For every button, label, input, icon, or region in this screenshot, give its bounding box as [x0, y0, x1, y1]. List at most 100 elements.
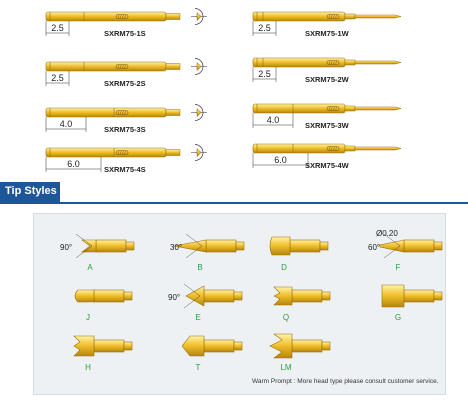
angle-line: [75, 233, 93, 247]
needle-tip: [354, 60, 402, 65]
slot-hatch: [124, 110, 126, 115]
dimension-label: 6.0: [67, 159, 80, 169]
tip-a: 90° A: [60, 233, 135, 272]
tip-code-label: Q: [283, 313, 289, 322]
tip-code-label: LM: [280, 363, 291, 372]
tip-head: [381, 284, 405, 308]
tip-neck: [433, 241, 443, 251]
part-model-label: SXRM75-1S: [104, 29, 146, 38]
tip-f: 60°Ø0.20F: [368, 229, 443, 272]
slot-hatch: [328, 146, 331, 151]
slot-hatch: [333, 60, 335, 65]
slot: [115, 14, 129, 19]
tip-q: Q: [273, 286, 331, 322]
slot-hatch: [122, 64, 124, 69]
parts-drawing: 2.5SXRM75-1S2.5SXRM75-2S4.0SXRM75-3S6.0S…: [45, 8, 402, 174]
part-model-label: SXRM75-3S: [104, 125, 146, 134]
tip-neck: [125, 241, 135, 251]
slot-hatch: [122, 14, 124, 19]
tip-head: [73, 335, 95, 357]
tip-neck: [321, 341, 331, 351]
tip-code-label: B: [197, 263, 202, 272]
profile-tip-icon: [196, 107, 202, 118]
tip-shaft: [93, 339, 125, 353]
tip-neck: [233, 291, 243, 301]
needle-tip: [354, 14, 402, 19]
tip-code-label: T: [196, 363, 201, 372]
slot-hatch: [119, 150, 122, 155]
tip-angle-label: 60°: [368, 243, 380, 252]
tip-shaft: [93, 289, 125, 303]
slot-hatch: [335, 106, 337, 111]
slot-hatch: [328, 14, 331, 19]
slot-hatch: [330, 146, 333, 151]
slot-hatch: [122, 150, 124, 155]
angle-line: [183, 283, 201, 297]
slot-hatch: [328, 106, 331, 111]
tip-e: 90° E: [168, 283, 243, 322]
tip-shaft: [291, 339, 323, 353]
tip-angle-label: 90°: [168, 293, 180, 302]
plunger: [165, 13, 181, 20]
tip-code-label: J: [86, 313, 90, 322]
slot: [326, 60, 340, 65]
part-model-label: SXRM75-4S: [104, 165, 146, 174]
slot: [326, 14, 340, 19]
tip-code-label: E: [195, 313, 200, 322]
tip-neck: [433, 291, 443, 301]
slot-hatch: [124, 150, 126, 155]
slot-hatch: [124, 14, 126, 19]
slot: [326, 146, 340, 151]
tip-b: 30°B: [170, 233, 245, 272]
profile-tip-icon: [196, 147, 202, 158]
tip-neck: [319, 241, 329, 251]
angle-line: [383, 245, 401, 259]
slot-hatch: [330, 60, 333, 65]
dimension-label: 6.0: [274, 155, 287, 165]
tip-head: [185, 285, 205, 307]
tip-h: H: [73, 335, 133, 372]
dimension-label: 2.5: [51, 23, 64, 33]
slot-hatch: [117, 110, 120, 115]
profile-tip-icon: [196, 11, 202, 22]
dimension-label: 4.0: [267, 115, 280, 125]
angle-line: [185, 233, 203, 247]
slot-hatch: [335, 146, 337, 151]
slot-hatch: [333, 146, 335, 151]
slot-hatch: [333, 14, 335, 19]
dimension-label: 2.5: [258, 23, 271, 33]
part-model-label: SXRM75-4W: [305, 161, 350, 170]
slot-hatch: [330, 106, 333, 111]
tip-head: [74, 289, 95, 303]
tip-neck: [321, 291, 331, 301]
dimension-label: 2.5: [51, 73, 64, 83]
angle-line: [185, 245, 203, 259]
tip-code-label: H: [85, 363, 91, 372]
tip-neck: [235, 241, 245, 251]
tip-diameter-label: Ø0.20: [376, 229, 398, 238]
slot-hatch: [117, 64, 120, 69]
part-model-label: SXRM75-2W: [305, 75, 350, 84]
dimension-label: 4.0: [60, 119, 73, 129]
plunger: [165, 149, 181, 156]
tip-angle-label: 90°: [60, 243, 72, 252]
slot-hatch: [117, 14, 120, 19]
tip-styles-header: Tip Styles: [0, 182, 468, 204]
tip-shaft: [403, 289, 435, 303]
tip-shaft: [203, 339, 235, 353]
plunger: [165, 109, 181, 116]
tip-g: G: [381, 284, 443, 322]
angle-line: [383, 233, 401, 247]
needle-tip: [354, 106, 402, 111]
slot: [326, 106, 340, 111]
needle-tip: [354, 146, 402, 151]
tip-t: T: [181, 335, 243, 372]
slot: [115, 64, 129, 69]
slot-hatch: [328, 60, 331, 65]
tip-code-label: A: [87, 263, 93, 272]
tip-shaft: [203, 289, 235, 303]
